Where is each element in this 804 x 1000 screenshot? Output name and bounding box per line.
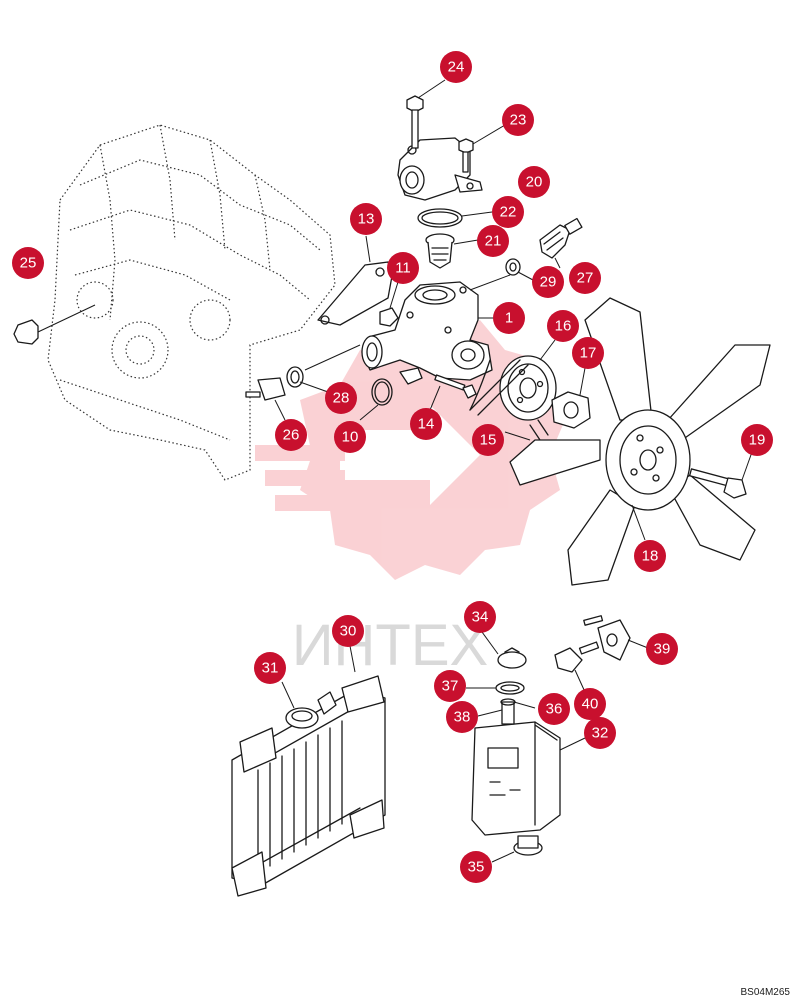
radiator-cap	[281, 681, 319, 729]
o-ring-10	[359, 378, 393, 421]
drain-plug	[13, 304, 96, 345]
callout-31: 31	[254, 652, 286, 684]
svg-text:35: 35	[468, 859, 485, 876]
tank-drain-cap	[491, 835, 543, 863]
svg-text:1: 1	[505, 310, 513, 327]
fan-belt	[469, 359, 549, 441]
svg-text:17: 17	[580, 345, 597, 362]
drain-cock	[554, 615, 649, 693]
fitting-11	[379, 281, 399, 327]
svg-text:40: 40	[582, 696, 599, 713]
callout-26: 26	[275, 419, 307, 451]
svg-text:24: 24	[448, 59, 465, 76]
cooling-fan	[509, 297, 771, 586]
fan-spacer	[551, 367, 591, 429]
svg-text:13: 13	[358, 211, 375, 228]
callout-14: 14	[410, 408, 442, 440]
bolt-14	[399, 367, 477, 411]
callout-23: 23	[502, 104, 534, 136]
svg-text:22: 22	[500, 204, 517, 221]
tank-cap	[466, 631, 536, 717]
svg-text:15: 15	[480, 432, 497, 449]
callout-28: 28	[325, 382, 357, 414]
water-pump	[361, 281, 495, 381]
callout-18: 18	[634, 540, 666, 572]
callout-25: 25	[12, 247, 44, 279]
svg-text:29: 29	[540, 274, 557, 291]
callout-13: 13	[350, 203, 382, 235]
callout-38: 38	[446, 701, 478, 733]
callout-37: 37	[434, 670, 466, 702]
callout-29: 29	[532, 266, 564, 298]
callout-19: 19	[741, 424, 773, 456]
svg-text:39: 39	[654, 641, 671, 658]
svg-text:19: 19	[749, 432, 766, 449]
svg-text:10: 10	[342, 429, 359, 446]
svg-text:25: 25	[20, 255, 37, 272]
callout-35: 35	[460, 851, 492, 883]
watermark-text: ИНТЕХ	[292, 613, 488, 678]
callout-16: 16	[547, 310, 579, 342]
callout-20: 20	[518, 166, 550, 198]
svg-text:23: 23	[510, 112, 527, 129]
callout-39: 39	[646, 633, 678, 665]
callout-21: 21	[477, 225, 509, 257]
engine-block	[47, 124, 336, 481]
temperature-sensor	[245, 344, 361, 421]
callout-32: 32	[584, 717, 616, 749]
svg-text:38: 38	[454, 709, 471, 726]
callout-22: 22	[492, 196, 524, 228]
callout-24: 24	[440, 51, 472, 83]
callout-34: 34	[464, 601, 496, 633]
svg-text:21: 21	[485, 233, 502, 250]
svg-text:26: 26	[283, 427, 300, 444]
thermostat	[425, 233, 479, 269]
callout-30: 30	[332, 615, 364, 647]
watermark-logo	[255, 320, 565, 580]
svg-text:18: 18	[642, 548, 659, 565]
svg-text:27: 27	[577, 270, 594, 287]
o-ring-22	[417, 208, 493, 228]
callout-15: 15	[472, 424, 504, 456]
svg-text:32: 32	[592, 725, 609, 742]
callout-36: 36	[538, 693, 570, 725]
reserve-tank	[471, 698, 586, 836]
bolt-24	[406, 79, 446, 149]
svg-text:16: 16	[555, 318, 572, 335]
callout-11: 11	[387, 252, 419, 284]
water-temp-sender	[469, 217, 583, 291]
callout-40: 40	[574, 688, 606, 720]
svg-text:37: 37	[442, 678, 459, 695]
pump-pulley	[499, 339, 557, 421]
svg-text:34: 34	[472, 609, 489, 626]
svg-text:28: 28	[333, 390, 350, 407]
callout-27: 27	[569, 262, 601, 294]
fan-bolt	[688, 451, 753, 499]
svg-text:31: 31	[262, 660, 279, 677]
bolt-23	[458, 124, 506, 173]
callout-17: 17	[572, 337, 604, 369]
svg-text:14: 14	[418, 416, 435, 433]
svg-text:11: 11	[395, 260, 411, 277]
svg-text:20: 20	[526, 174, 543, 191]
callout-1: 1	[493, 302, 525, 334]
svg-text:30: 30	[340, 623, 357, 640]
svg-text:36: 36	[546, 701, 563, 718]
radiator	[231, 645, 386, 897]
callout-10: 10	[334, 421, 366, 453]
thermostat-housing	[397, 137, 483, 201]
drawing-code: BS04M265	[741, 987, 791, 998]
